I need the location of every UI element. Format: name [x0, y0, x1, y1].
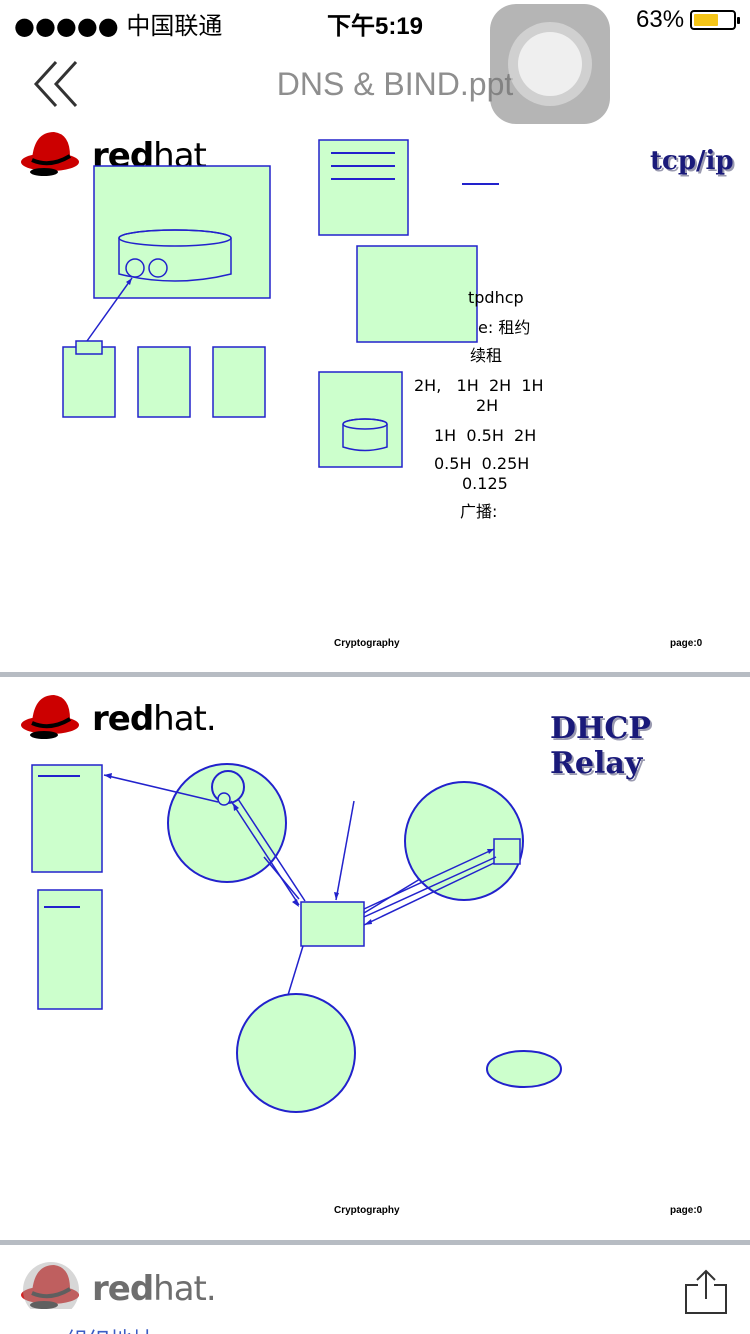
- slide-separator: [0, 672, 750, 677]
- client-box: [212, 346, 266, 418]
- document-box: [318, 139, 409, 236]
- slide-footer-center: Cryptography: [334, 638, 400, 649]
- slide-title: tcp/ip: [650, 146, 734, 176]
- slide-2: redhat. DHCP Relay: [0, 677, 750, 1240]
- note-line: tpdhcp: [468, 288, 524, 307]
- client-box: [62, 346, 116, 418]
- logo-text-bold: red: [92, 1269, 154, 1309]
- config-box: [356, 245, 478, 343]
- note-line: 2H, 1H 2H 1H: [414, 376, 544, 395]
- slide-separator: [0, 1240, 750, 1245]
- battery-percent: 63%: [636, 6, 685, 33]
- logo-text-bold: red: [92, 699, 154, 739]
- partial-link[interactable]: 组织地址: [66, 1323, 154, 1334]
- redhat-hat-icon: [21, 132, 79, 176]
- slide-page-number: page:0: [670, 638, 703, 649]
- clock: 下午5:19: [326, 13, 424, 40]
- note-line: 2H: [476, 396, 499, 415]
- document-title: DNS & BIND.ppt: [276, 66, 514, 102]
- redhat-hat-icon: [21, 1262, 79, 1318]
- assistive-touch-button[interactable]: [490, 4, 610, 124]
- note-line: e: 租约: [478, 318, 531, 337]
- slide-footer-center: Cryptography: [334, 1205, 400, 1216]
- note-line: 续租: [470, 346, 503, 365]
- note-line: 0.125: [462, 474, 508, 493]
- redhat-hat-icon: [21, 695, 79, 739]
- slide-1: redhat tcp/ip tpdhcp e: 租约 续租 2H,: [0, 122, 750, 672]
- redhat-logo: redhat: [20, 126, 220, 176]
- note-line: 1H 0.5H 2H: [434, 426, 537, 445]
- nav-bar: DNS & BIND.ppt: [0, 40, 750, 128]
- client-box: [137, 346, 191, 418]
- slide-page-number: page:0: [670, 1205, 703, 1216]
- bottom-bar: redhat. 组织地址: [0, 1245, 750, 1334]
- note-line: 0.5H 0.25H: [434, 454, 530, 473]
- battery-icon: [690, 10, 740, 30]
- logo-text-regular: hat.: [153, 1269, 217, 1309]
- note-line: 广播:: [460, 502, 498, 521]
- double-chevron-left-icon[interactable]: [30, 58, 90, 110]
- share-icon[interactable]: [682, 1267, 730, 1315]
- slide-title: DHCP Relay: [550, 711, 651, 781]
- redhat-logo: redhat.: [20, 1259, 220, 1318]
- status-bar: ●●●●● 中国联通 下午5:19 63%: [0, 0, 750, 40]
- slide-1-diagram: [62, 139, 499, 468]
- slide-2-diagram: [31, 763, 562, 1113]
- logo-text-regular: hat.: [153, 699, 217, 739]
- redhat-logo: redhat.: [20, 689, 220, 739]
- battery-fill: [694, 14, 718, 26]
- carrier-label: ●●●●● 中国联通: [14, 12, 223, 40]
